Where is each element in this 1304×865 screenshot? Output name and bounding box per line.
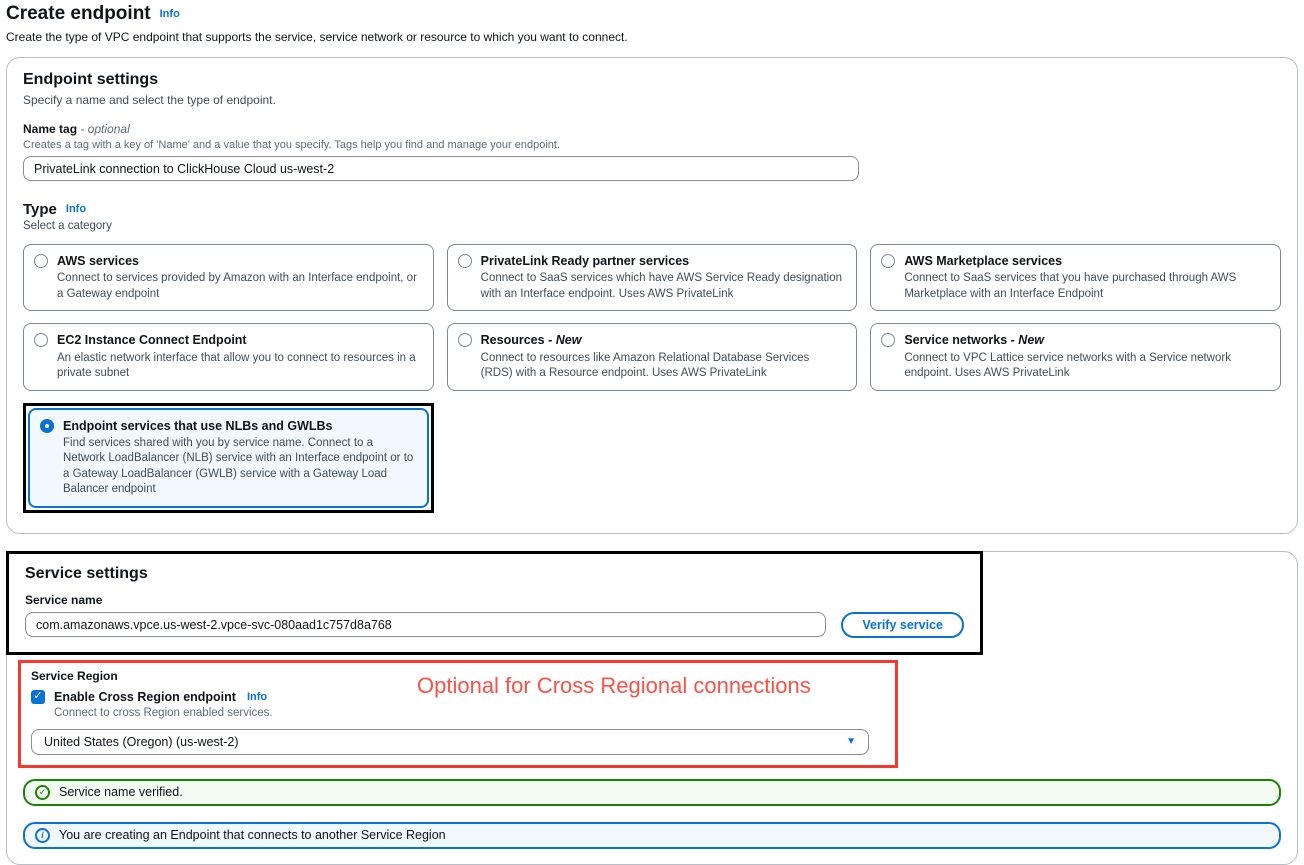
chevron-down-icon: ▼: [846, 736, 856, 748]
cross-region-info-message: You are creating an Endpoint that connec…: [59, 828, 446, 843]
service-verified-banner: ✓ Service name verified.: [23, 778, 1281, 806]
service-settings-annotation-box: Service settings Service name Verify ser…: [6, 550, 983, 655]
cross-region-annotation-note: Optional for Cross Regional connections: [417, 672, 811, 698]
tile-privatelink-ready-partner-services[interactable]: PrivateLink Ready partner services Conne…: [446, 244, 858, 312]
region-select-value: United States (Oregon) (us-west-2): [44, 734, 239, 749]
tile-description: Find services shared with you by service…: [63, 436, 414, 496]
tile-description: Connect to SaaS services that you have p…: [904, 272, 1237, 300]
page-title: Create endpoint: [6, 3, 151, 24]
tile-description: Connect to VPC Lattice service networks …: [904, 351, 1231, 380]
tile-description: Connect to SaaS services which have AWS …: [480, 272, 843, 300]
radio-icon[interactable]: [34, 254, 48, 268]
checkbox-check-icon: ✓: [33, 690, 43, 703]
name-tag-optional: - optional: [80, 122, 130, 136]
tile-title: Endpoint services that use NLBs and GWLB…: [63, 418, 333, 433]
selection-annotation-box: Endpoint services that use NLBs and GWLB…: [23, 402, 434, 513]
tile-service-networks[interactable]: Service networks - New Connect to VPC La…: [870, 323, 1281, 391]
tile-title: Resources - New: [480, 333, 582, 348]
success-check-icon: ✓: [35, 784, 50, 800]
type-tiles: AWS services Connect to services provide…: [23, 244, 1281, 513]
tile-title: Service networks - New: [904, 333, 1044, 348]
tile-title: EC2 Instance Connect Endpoint: [57, 333, 247, 348]
tile-endpoint-services-nlb-gwlb[interactable]: Endpoint services that use NLBs and GWLB…: [28, 407, 429, 508]
service-region-label: Service Region: [31, 668, 118, 683]
endpoint-settings-description: Specify a name and select the type of en…: [23, 93, 276, 107]
radio-icon[interactable]: [34, 333, 48, 348]
cross-region-description: Connect to cross Region enabled services…: [54, 706, 273, 719]
service-settings-heading: Service settings: [25, 564, 148, 582]
page-subtitle: Create the type of VPC endpoint that sup…: [6, 30, 628, 44]
name-tag-constraint: Creates a tag with a key of 'Name' and a…: [23, 139, 561, 151]
radio-checked-icon[interactable]: [40, 418, 54, 433]
type-info-link[interactable]: Info: [65, 203, 87, 215]
radio-icon[interactable]: [881, 254, 896, 268]
region-select[interactable]: United States (Oregon) (us-west-2) ▼: [31, 728, 869, 755]
tile-resources[interactable]: Resources - New Connect to resources lik…: [446, 323, 858, 391]
name-tag-input[interactable]: [23, 156, 859, 181]
service-region-annotation-box: Service Region ✓ Enable Cross Region end…: [18, 659, 898, 768]
service-name-label: Service name: [25, 592, 103, 607]
tile-title: AWS services: [57, 254, 139, 268]
service-name-row: Verify service: [25, 611, 964, 638]
cross-region-checkbox-row: ✓ Enable Cross Region endpoint Info: [31, 689, 895, 704]
tile-description: An elastic network interface that allow …: [57, 351, 416, 380]
cross-region-checkbox[interactable]: ✓: [31, 689, 45, 704]
tile-description: Connect to services provided by Amazon w…: [57, 272, 417, 300]
radio-icon[interactable]: [881, 333, 896, 348]
service-settings-panel: Service settings Service name Verify ser…: [6, 550, 1298, 865]
tile-title: PrivateLink Ready partner services: [480, 254, 690, 268]
tile-aws-marketplace-services[interactable]: AWS Marketplace services Connect to SaaS…: [870, 244, 1281, 312]
cross-region-info-banner: i You are creating an Endpoint that conn…: [23, 821, 1281, 849]
verify-service-button[interactable]: Verify service: [841, 611, 964, 638]
tile-new-badge: - New: [548, 333, 582, 348]
tile-new-badge: - New: [1010, 333, 1044, 348]
radio-icon[interactable]: [457, 254, 472, 268]
page-header: Create endpoint Info Create the type of V…: [6, 3, 1298, 44]
radio-icon[interactable]: [457, 333, 472, 348]
type-description: Select a category: [23, 220, 112, 232]
service-verified-message: Service name verified.: [59, 785, 183, 800]
endpoint-settings-panel: Endpoint settings Specify a name and sel…: [6, 57, 1298, 534]
cross-region-checkbox-label: Enable Cross Region endpoint: [54, 689, 236, 704]
service-name-input[interactable]: [25, 612, 827, 638]
cross-region-info-link[interactable]: Info: [246, 690, 268, 703]
tile-aws-services[interactable]: AWS services Connect to services provide…: [23, 244, 434, 312]
info-icon: i: [35, 827, 50, 843]
tile-title: AWS Marketplace services: [904, 254, 1063, 268]
name-tag-label: Name tag - optional: [23, 122, 130, 136]
page-title-info-link[interactable]: Info: [159, 8, 180, 20]
tile-ec2-instance-connect-endpoint[interactable]: EC2 Instance Connect Endpoint An elastic…: [23, 323, 434, 391]
endpoint-settings-heading: Endpoint settings: [23, 71, 159, 88]
tile-description: Connect to resources like Amazon Relatio…: [480, 351, 810, 380]
